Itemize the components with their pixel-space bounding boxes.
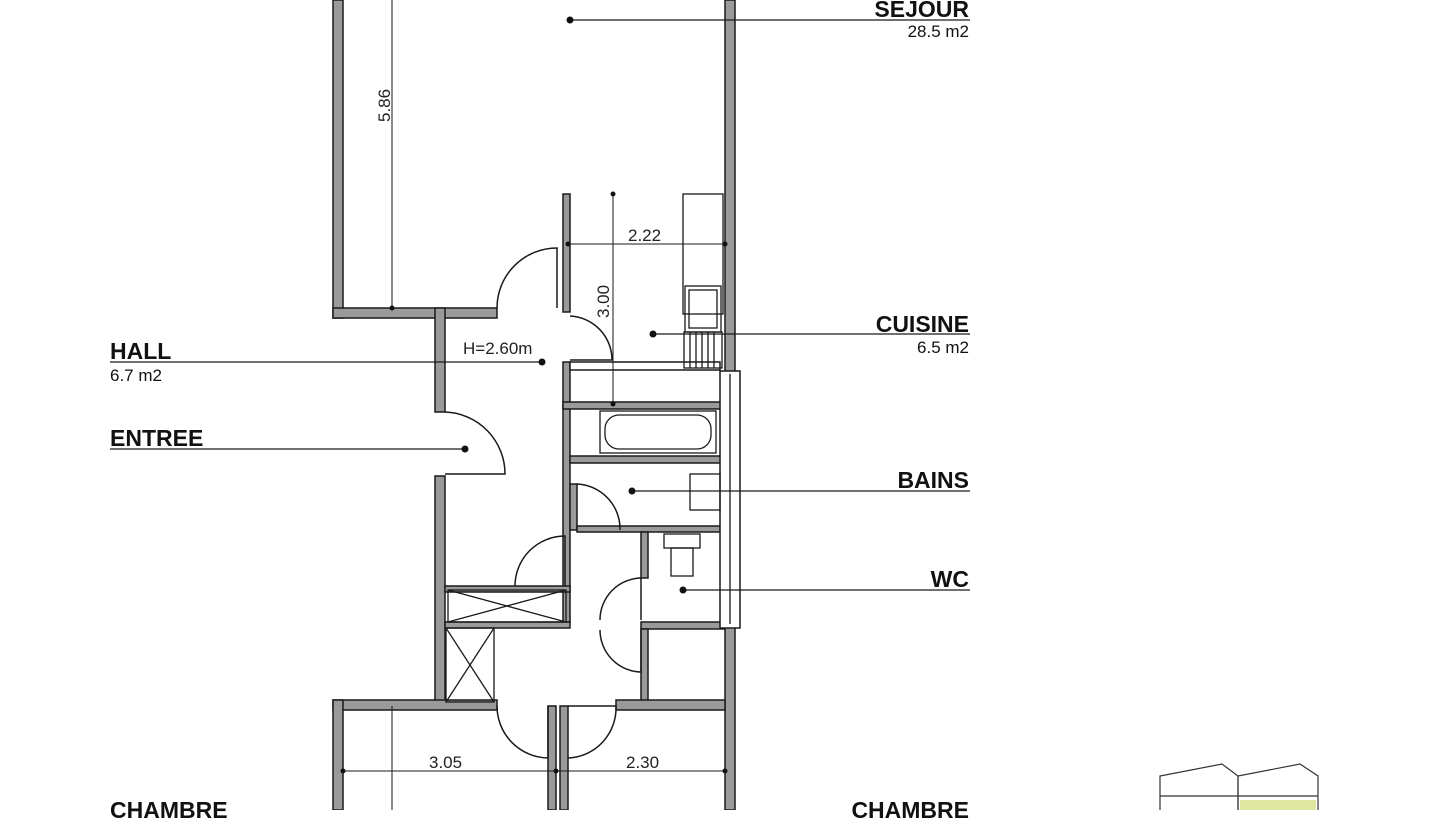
room-label-sejour: SÉJOUR	[874, 0, 969, 22]
leader-dots	[461, 16, 687, 594]
room-label-chambre-left: CHAMBRE	[110, 797, 228, 823]
room-label-cuisine: CUISINE	[875, 311, 969, 337]
dim-cuisine-depth: 3.00	[594, 285, 613, 318]
dimension-lines	[343, 0, 725, 810]
dimension-ticks	[340, 191, 728, 774]
fixtures	[445, 193, 731, 703]
doors	[444, 247, 642, 759]
dim-cuisine-width: 2.22	[628, 226, 661, 245]
walls	[332, 0, 741, 810]
room-label-wc: WC	[930, 566, 969, 592]
dim-ceiling-height: H=2.60m	[463, 339, 532, 358]
key-plan-thumbnail	[1159, 763, 1319, 810]
room-label-chambre-right: CHAMBRE	[851, 797, 969, 823]
dim-sejour-depth: 5.86	[375, 89, 394, 122]
leader-lines	[110, 19, 970, 591]
dim-chambre-right-width: 2.30	[626, 753, 659, 772]
room-label-hall: HALL	[110, 338, 172, 364]
room-area-hall: 6.7 m2	[110, 366, 162, 385]
room-label-bains: BAINS	[897, 467, 969, 493]
room-label-entree: ENTREE	[110, 425, 204, 451]
room-area-cuisine: 6.5 m2	[917, 338, 969, 357]
kitchen-counter-edge	[569, 361, 721, 371]
dim-chambre-left-width: 3.05	[429, 753, 462, 772]
room-area-sejour: 28.5 m2	[907, 22, 969, 41]
